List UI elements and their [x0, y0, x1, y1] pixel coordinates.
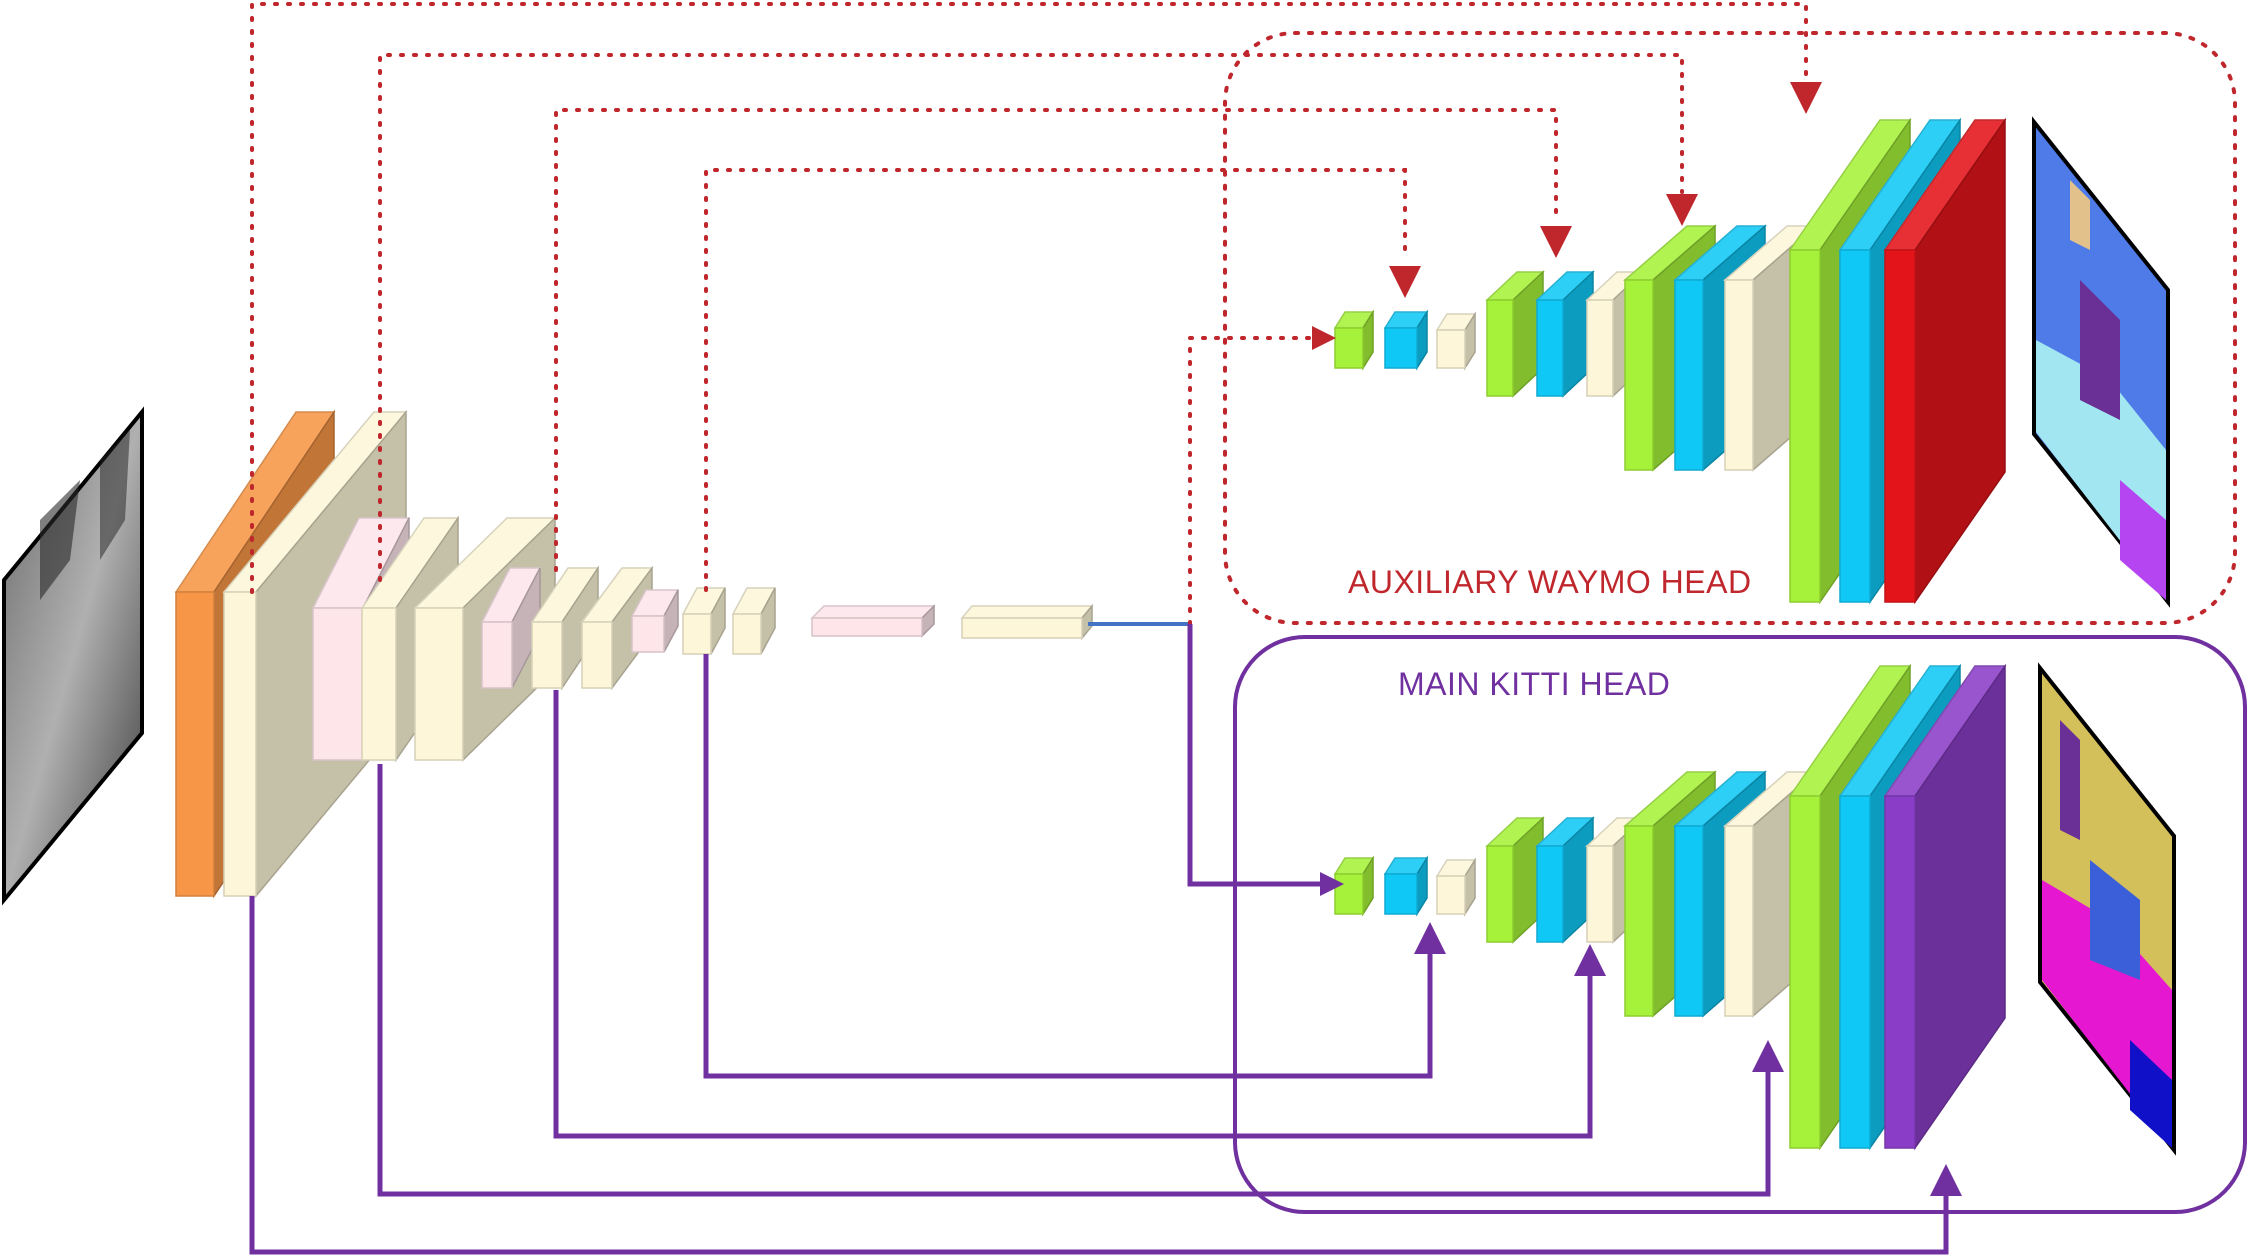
kitti-dec-cyan-3-front	[1675, 826, 1703, 1016]
encoder-cream-3-front	[415, 608, 463, 760]
encoder-pink-2-front	[482, 622, 512, 688]
waymo-arrowhead	[1540, 226, 1572, 258]
kitti-dec-cyan-2-front	[1537, 846, 1563, 942]
waymo-dec-green-2-front	[1487, 300, 1513, 396]
encoder-cream-1-front	[224, 592, 256, 896]
kitti-dec-green-4-front	[1790, 796, 1820, 1148]
kitti-dec-cyan-1-front	[1385, 874, 1417, 914]
waymo-dec-green-4-front	[1790, 250, 1820, 602]
encoder-cream-7-front	[733, 614, 761, 654]
encoder-pink-3-front	[632, 616, 664, 652]
waymo-dec-cream-3-front	[1725, 280, 1753, 470]
waymo-arrowhead	[1312, 326, 1336, 350]
kitti-segmentation-output	[2040, 668, 2174, 1150]
waymo-dec-cyan-2-front	[1537, 300, 1563, 396]
kitti-arrowhead	[1414, 922, 1446, 954]
waymo-dec-cream-2-front	[1587, 300, 1613, 396]
encoder-pink-1-front	[313, 608, 363, 760]
waymo-dec-green-1-front	[1335, 328, 1363, 368]
waymo-dec-cyan-3-front	[1675, 280, 1703, 470]
encoder-cream-2-front	[362, 608, 396, 760]
encoder-pink-flat-front	[812, 618, 922, 636]
kitti-dec-green-2-front	[1487, 846, 1513, 942]
encoder-cream-flat-top	[962, 606, 1092, 618]
input-depth-image	[4, 412, 142, 900]
waymo-head-label: AUXILIARY WAYMO HEAD	[1348, 564, 1752, 601]
encoder-cream-flat-front	[962, 618, 1082, 638]
waymo-dec-final-front	[1885, 250, 1915, 602]
kitti-dec-cream-2-front	[1587, 846, 1613, 942]
kitti-dec-cream-3-front	[1725, 826, 1753, 1016]
kitti-arrowhead	[1752, 1040, 1784, 1072]
waymo-arrowhead	[1666, 194, 1698, 226]
kitti-arrowhead	[1574, 944, 1606, 976]
encoder-pink-flat-top	[812, 606, 934, 618]
waymo-dec-cyan-4-front	[1840, 250, 1870, 602]
waymo-dec-cream-1-front	[1437, 330, 1465, 368]
kitti-arrowhead	[1930, 1164, 1962, 1196]
encoder-cream-6-front	[683, 614, 711, 654]
kitti-dec-cream-1-front	[1437, 876, 1465, 914]
waymo-arrowhead	[1389, 266, 1421, 298]
waymo-segmentation-output	[2034, 122, 2168, 602]
waymo-dec-green-3-front	[1625, 280, 1653, 470]
kitti-dec-final-front	[1885, 796, 1915, 1148]
waymo-dec-cyan-1-front	[1385, 328, 1417, 368]
waymo-arrowhead	[1790, 82, 1822, 114]
encoder-cream-5-front	[582, 622, 612, 688]
encoder-cream-4-front	[532, 622, 562, 688]
encoder-conv-orange-front	[176, 592, 214, 896]
kitti-dec-cyan-4-front	[1840, 796, 1870, 1148]
kitti-head-label: MAIN KITTI HEAD	[1398, 666, 1670, 703]
network-blocks	[176, 120, 2005, 1148]
kitti-dec-green-3-front	[1625, 826, 1653, 1016]
kitti-dec-green-1-front	[1335, 874, 1363, 914]
